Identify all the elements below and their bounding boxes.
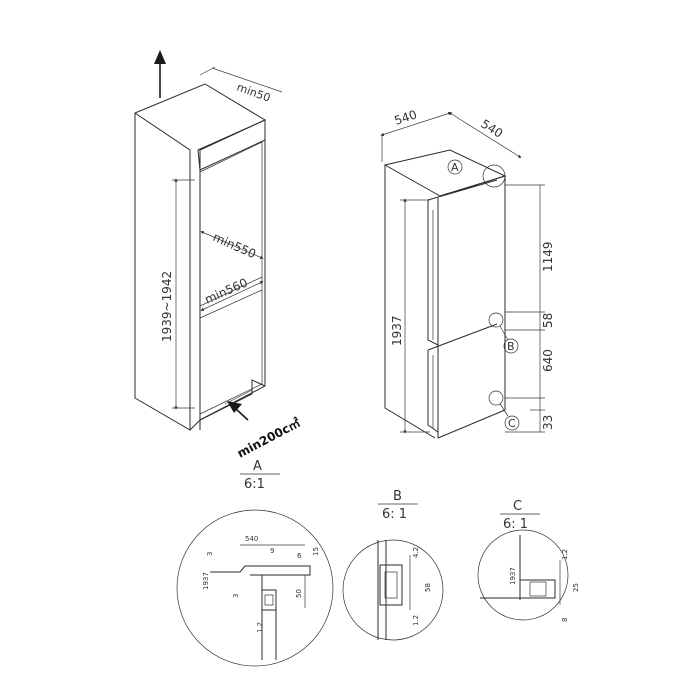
detail-a-1937-label: 1937 bbox=[202, 572, 210, 590]
hinge-top bbox=[427, 179, 498, 201]
door-upper bbox=[427, 200, 439, 346]
airflow-arrow-head bbox=[154, 50, 166, 64]
detail-b-42-label: 4.2 bbox=[412, 547, 420, 558]
upper-height-label: 1149 bbox=[541, 241, 555, 272]
detail-c-1937-label: 1937 bbox=[509, 567, 517, 585]
door-split bbox=[427, 323, 498, 351]
lower-height-label: 640 bbox=[541, 349, 555, 372]
detail-a-hinge bbox=[210, 565, 311, 576]
callout-b-leader bbox=[499, 325, 509, 341]
min50-label: min50 bbox=[235, 81, 272, 105]
detail-a-title: A bbox=[253, 459, 262, 474]
niche-inner bbox=[199, 141, 263, 415]
detail-c-8-label: 8 bbox=[561, 618, 569, 622]
vent-arrow bbox=[235, 408, 249, 421]
fridge-right bbox=[437, 175, 506, 439]
detail-a-scale: 6:1 bbox=[244, 477, 265, 492]
detail-a-540-label: 540 bbox=[245, 535, 258, 543]
width-dim-2 bbox=[448, 112, 522, 158]
detail-a-3b-label: 3 bbox=[232, 594, 240, 598]
detail-b-hinge bbox=[379, 564, 403, 606]
width-label-1: 540 bbox=[393, 107, 419, 127]
detail-b: B 6: 1 4.2 58 1.2 bbox=[342, 489, 444, 641]
height-range-label: 1939~1942 bbox=[160, 271, 174, 342]
detail-a-12-label: 1.2 bbox=[256, 622, 264, 633]
callout-c-circle bbox=[488, 390, 504, 406]
cabinet-top-front bbox=[197, 119, 266, 171]
width-label-2: 540 bbox=[478, 117, 505, 141]
detail-c: C 6: 1 1937 1.2 25 8 bbox=[477, 499, 580, 622]
detail-c-scale: 6: 1 bbox=[503, 517, 528, 532]
total-height-label: 1937 bbox=[390, 315, 404, 346]
door-lower bbox=[427, 350, 439, 433]
detail-a: A 6:1 540 9 6 15 3 3 1937 50 1.2 bbox=[176, 459, 334, 667]
callout-b-tag bbox=[503, 338, 519, 354]
min560-label: min560 bbox=[203, 275, 250, 306]
bottom-gap-label: 33 bbox=[541, 415, 555, 430]
callout-c-leader bbox=[499, 403, 509, 417]
cabinet-niche-view: min50 1939~1942 min550 min560 min200c㎡ bbox=[134, 50, 303, 461]
detail-b-circle bbox=[342, 539, 444, 641]
detail-a-bracket bbox=[261, 589, 277, 611]
min550-label: min550 bbox=[211, 230, 258, 261]
fridge-top bbox=[383, 149, 507, 197]
detail-a-bracket-inner bbox=[264, 594, 274, 606]
gap-label: 58 bbox=[541, 313, 555, 328]
callout-c-tag bbox=[504, 415, 520, 431]
detail-a-9-label: 9 bbox=[270, 547, 274, 555]
min50-dim-line bbox=[199, 66, 283, 93]
detail-c-12-label: 1.2 bbox=[561, 549, 569, 560]
callout-c-label: C bbox=[508, 417, 516, 430]
width-dim-1 bbox=[380, 111, 452, 137]
callout-a-label: A bbox=[451, 161, 459, 174]
detail-b-58-label: 58 bbox=[424, 583, 432, 592]
callout-a-tag bbox=[447, 159, 463, 175]
detail-c-25-label: 25 bbox=[572, 583, 580, 592]
detail-a-50-label: 50 bbox=[295, 589, 303, 598]
fridge-view: 540 540 1937 1149 58 640 33 A bbox=[380, 107, 555, 439]
callout-a-circle bbox=[482, 164, 506, 188]
detail-a-circle bbox=[176, 509, 334, 667]
callout-b-label: B bbox=[507, 340, 515, 353]
fridge-side bbox=[384, 165, 436, 439]
vent-label: min200c㎡ bbox=[234, 415, 302, 461]
detail-c-bracket bbox=[529, 581, 547, 597]
detail-c-title: C bbox=[513, 499, 522, 514]
min550-dim-line bbox=[200, 231, 264, 259]
detail-c-base bbox=[480, 579, 556, 599]
detail-b-12-label: 1.2 bbox=[412, 615, 420, 626]
detail-c-circle bbox=[477, 529, 569, 621]
detail-a-3a-label: 3 bbox=[206, 552, 214, 556]
detail-b-title: B bbox=[393, 489, 402, 504]
detail-b-scale: 6: 1 bbox=[382, 507, 407, 522]
detail-a-15-label: 15 bbox=[312, 547, 320, 556]
vent-arrow-head bbox=[227, 401, 242, 413]
detail-a-6-label: 6 bbox=[297, 552, 302, 560]
callout-b-circle bbox=[488, 312, 504, 328]
detail-b-hinge-inner bbox=[384, 571, 398, 599]
cabinet-base bbox=[189, 379, 266, 431]
min560-dim-line bbox=[200, 281, 264, 311]
